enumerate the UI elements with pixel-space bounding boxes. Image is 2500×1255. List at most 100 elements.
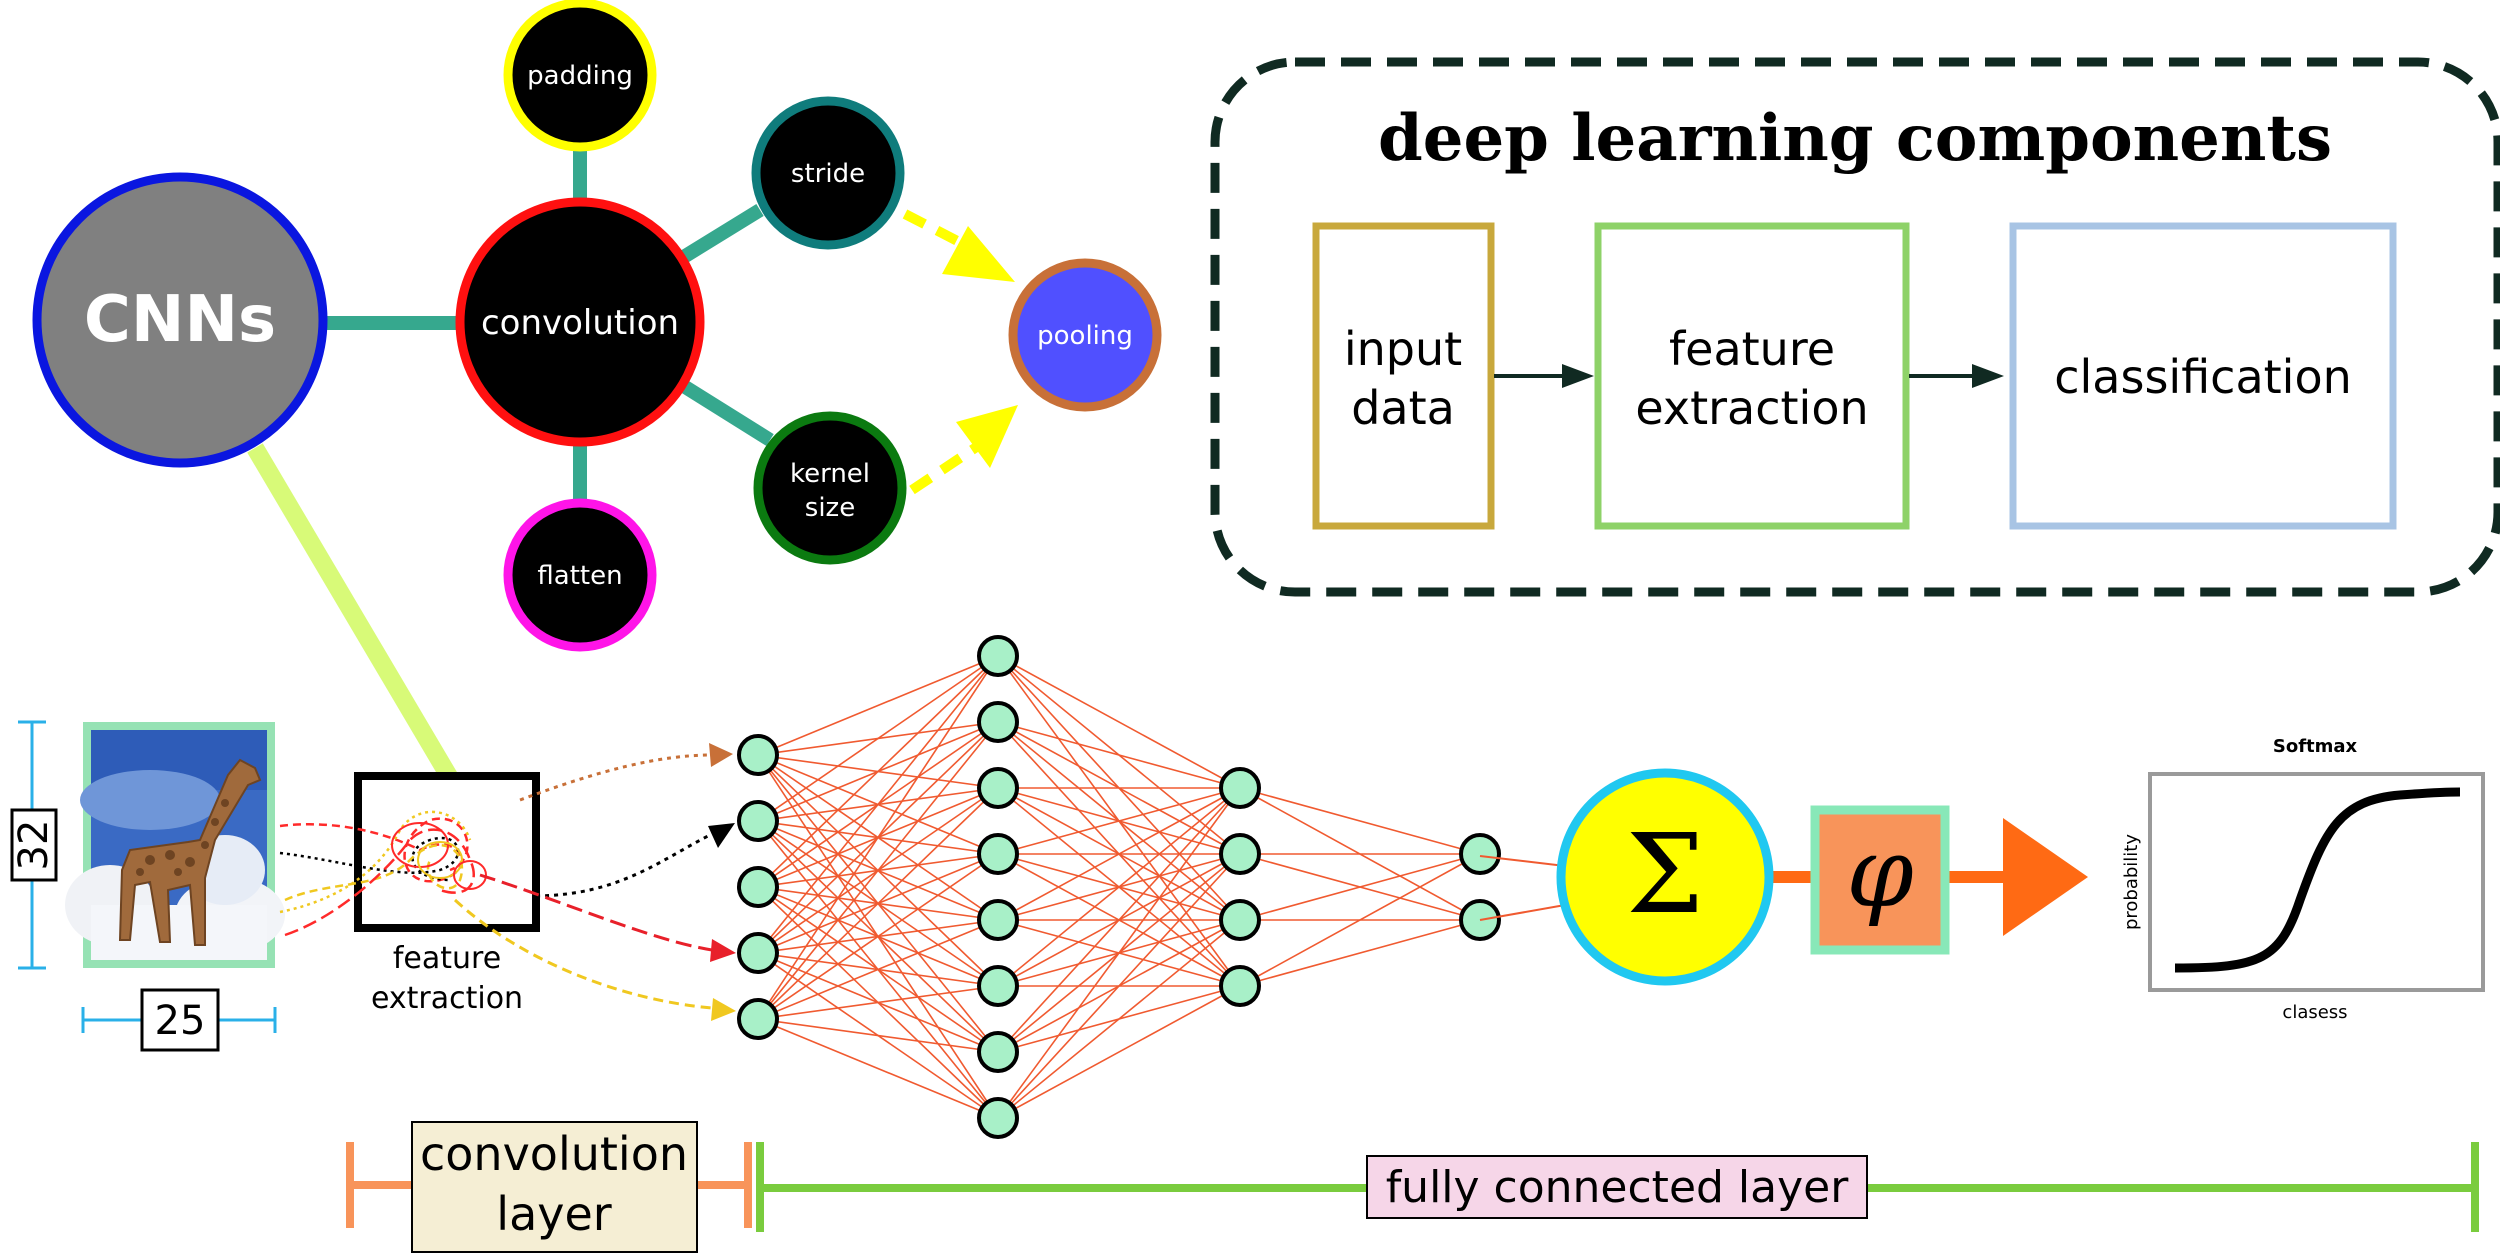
components-title: deep learning components (1378, 101, 2332, 176)
input-image (65, 722, 285, 968)
network-connection (1239, 919, 1481, 987)
components-panel: deep learning components input data feat… (1210, 57, 2500, 597)
pooling-node: pooling (1008, 258, 1162, 412)
feature-extraction-label-line1: feature (1669, 322, 1835, 376)
convolution-layer-label-line2: layer (496, 1187, 611, 1241)
classification-box (2009, 222, 2397, 530)
network-connections (757, 655, 1481, 1119)
pooling-label: pooling (1037, 321, 1133, 351)
network-connection (757, 655, 999, 822)
flatten-node: flatten (503, 498, 657, 652)
neuron-layer1-4 (737, 932, 779, 974)
feature-extraction-square (279, 772, 540, 937)
input-data-box (1312, 222, 1495, 530)
sum-node: Σ (1556, 768, 1774, 986)
phi-symbol: φ (1846, 817, 1913, 929)
fully-connected-label: fully connected layer (1386, 1162, 1850, 1213)
softmax-ylabel: probability (2121, 834, 2142, 930)
network-connection (757, 985, 999, 1020)
stride-node: stride (751, 96, 905, 250)
feature-to-class-arrowhead-icon (1972, 364, 2004, 388)
kernel-arrowhead-icon (956, 405, 1018, 468)
neuron-layer2-5 (977, 899, 1019, 941)
output-to-sum-link-2 (1479, 904, 1566, 921)
network-connection (997, 985, 1241, 1119)
neuron-layer1-1 (737, 734, 779, 776)
feature-extraction-box (1594, 222, 1910, 530)
feature-arrow-orange-head-icon (709, 743, 733, 767)
neuron-layer2-7 (977, 1031, 1019, 1073)
network-connection (757, 853, 999, 1020)
sum-symbol: Σ (1626, 810, 1704, 938)
network-connection (1239, 787, 1481, 855)
network-connection (1239, 853, 1481, 987)
phi-node: φ (1810, 805, 1950, 955)
neuron-layer1-3 (737, 866, 779, 908)
input-to-feature-arrowhead-icon (1562, 364, 1594, 388)
softmax-frame (2148, 772, 2485, 992)
neuron-layer4-1 (1459, 833, 1501, 875)
stride-label: stride (791, 159, 865, 189)
output-arrowhead-icon (2003, 818, 2088, 936)
network-connection (757, 787, 999, 1020)
network-neurons (737, 635, 1501, 1139)
network-connection (997, 787, 1241, 921)
connector-convolution-kernel (678, 379, 774, 446)
neuron-layer3-4 (1219, 965, 1261, 1007)
network-connection (757, 1018, 999, 1053)
padding-label: padding (527, 61, 633, 91)
network-connection (997, 853, 1241, 1119)
kernel-label-line1: kernel (790, 459, 870, 489)
kernel-label-line2: size (805, 493, 855, 523)
network-connection (997, 787, 1241, 1119)
classification-label: classification (2054, 350, 2352, 404)
feature-arrow-red-head-icon (710, 939, 736, 962)
network-connection (757, 721, 999, 1020)
connector-cnns-feature-extraction (247, 443, 458, 783)
kernel-to-pooling-arrow (909, 441, 981, 495)
network-connection (757, 655, 999, 1020)
cnns-node: CNNs (32, 172, 328, 468)
neuron-layer3-2 (1219, 833, 1261, 875)
neuron-layer1-5 (737, 998, 779, 1040)
network-connection (997, 721, 1241, 789)
feature-arrow-orange (519, 753, 713, 802)
network-connection (997, 787, 1241, 987)
network-connection (1239, 853, 1481, 921)
input-data-label-line2: data (1351, 381, 1455, 435)
network-connection (997, 919, 1241, 1119)
softmax-xlabel: clasess (2282, 1002, 2347, 1023)
softmax-chart: Softmax probability clasess (2121, 736, 2485, 1023)
convolution-node: convolution (455, 197, 705, 447)
flatten-label: flatten (537, 561, 622, 591)
neuron-layer3-1 (1219, 767, 1261, 809)
network-connection (997, 787, 1241, 855)
neuron-layer2-3 (977, 767, 1019, 809)
kernel-size-node: kernel size (753, 411, 907, 565)
output-to-sum-link-1 (1479, 855, 1566, 867)
fully-connected-layer-bracket: fully connected layer (756, 1142, 2479, 1232)
stride-to-pooling-arrow (902, 209, 978, 255)
neuron-layer2-1 (977, 635, 1019, 677)
cnns-label: CNNs (84, 283, 276, 357)
feature-arrow-red (479, 873, 713, 952)
width-dimension: 25 (81, 988, 277, 1052)
height-dimension: 32 (10, 720, 58, 970)
width-value: 25 (155, 998, 206, 1044)
neuron-layer2-4 (977, 833, 1019, 875)
network-connection (997, 787, 1241, 1053)
feature-extraction-caption-line2: extraction (371, 981, 523, 1016)
neuron-layer2-6 (977, 965, 1019, 1007)
feature-extraction-label-line2: extraction (1635, 381, 1868, 435)
convolution-layer-bracket: convolution layer (346, 1121, 752, 1253)
network-connection (997, 655, 1241, 789)
input-data-label-line1: input (1344, 322, 1462, 376)
neuron-layer2-2 (977, 701, 1019, 743)
network-connection (757, 655, 999, 756)
neuron-layer2-8 (977, 1097, 1019, 1139)
feature-arrow-yellow (453, 898, 713, 1010)
softmax-title: Softmax (2273, 736, 2358, 757)
fully-connected-label-box (1366, 1155, 1868, 1219)
feature-arrow-yellow-head-icon (711, 998, 736, 1021)
